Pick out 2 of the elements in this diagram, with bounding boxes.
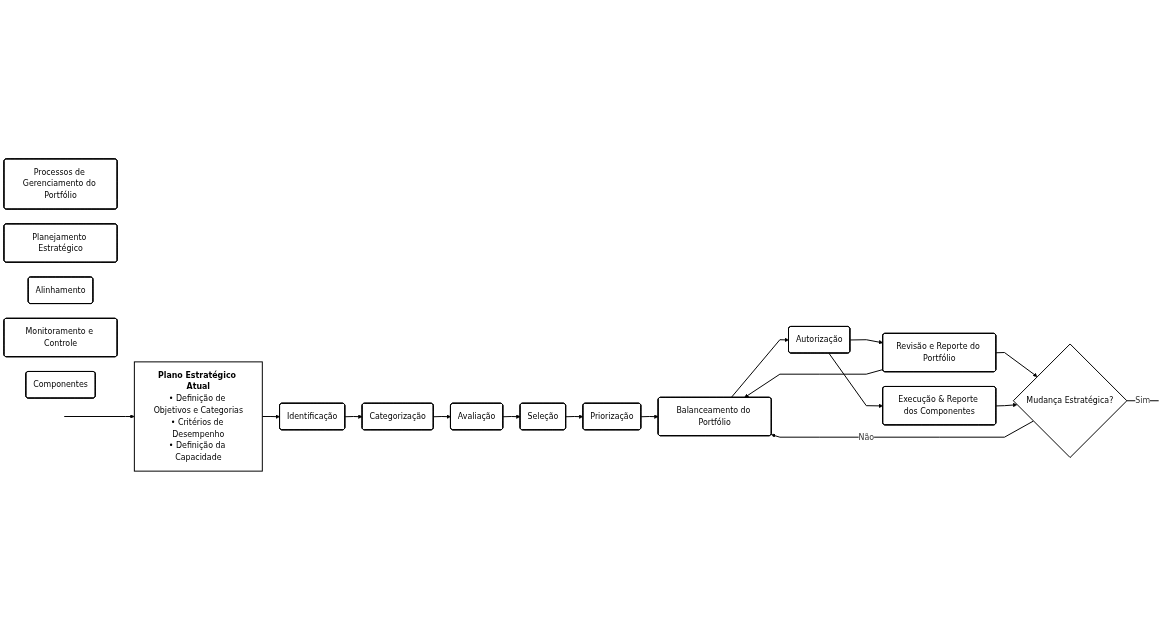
node-box bbox=[133, 361, 263, 472]
node-diamond bbox=[1012, 343, 1128, 458]
